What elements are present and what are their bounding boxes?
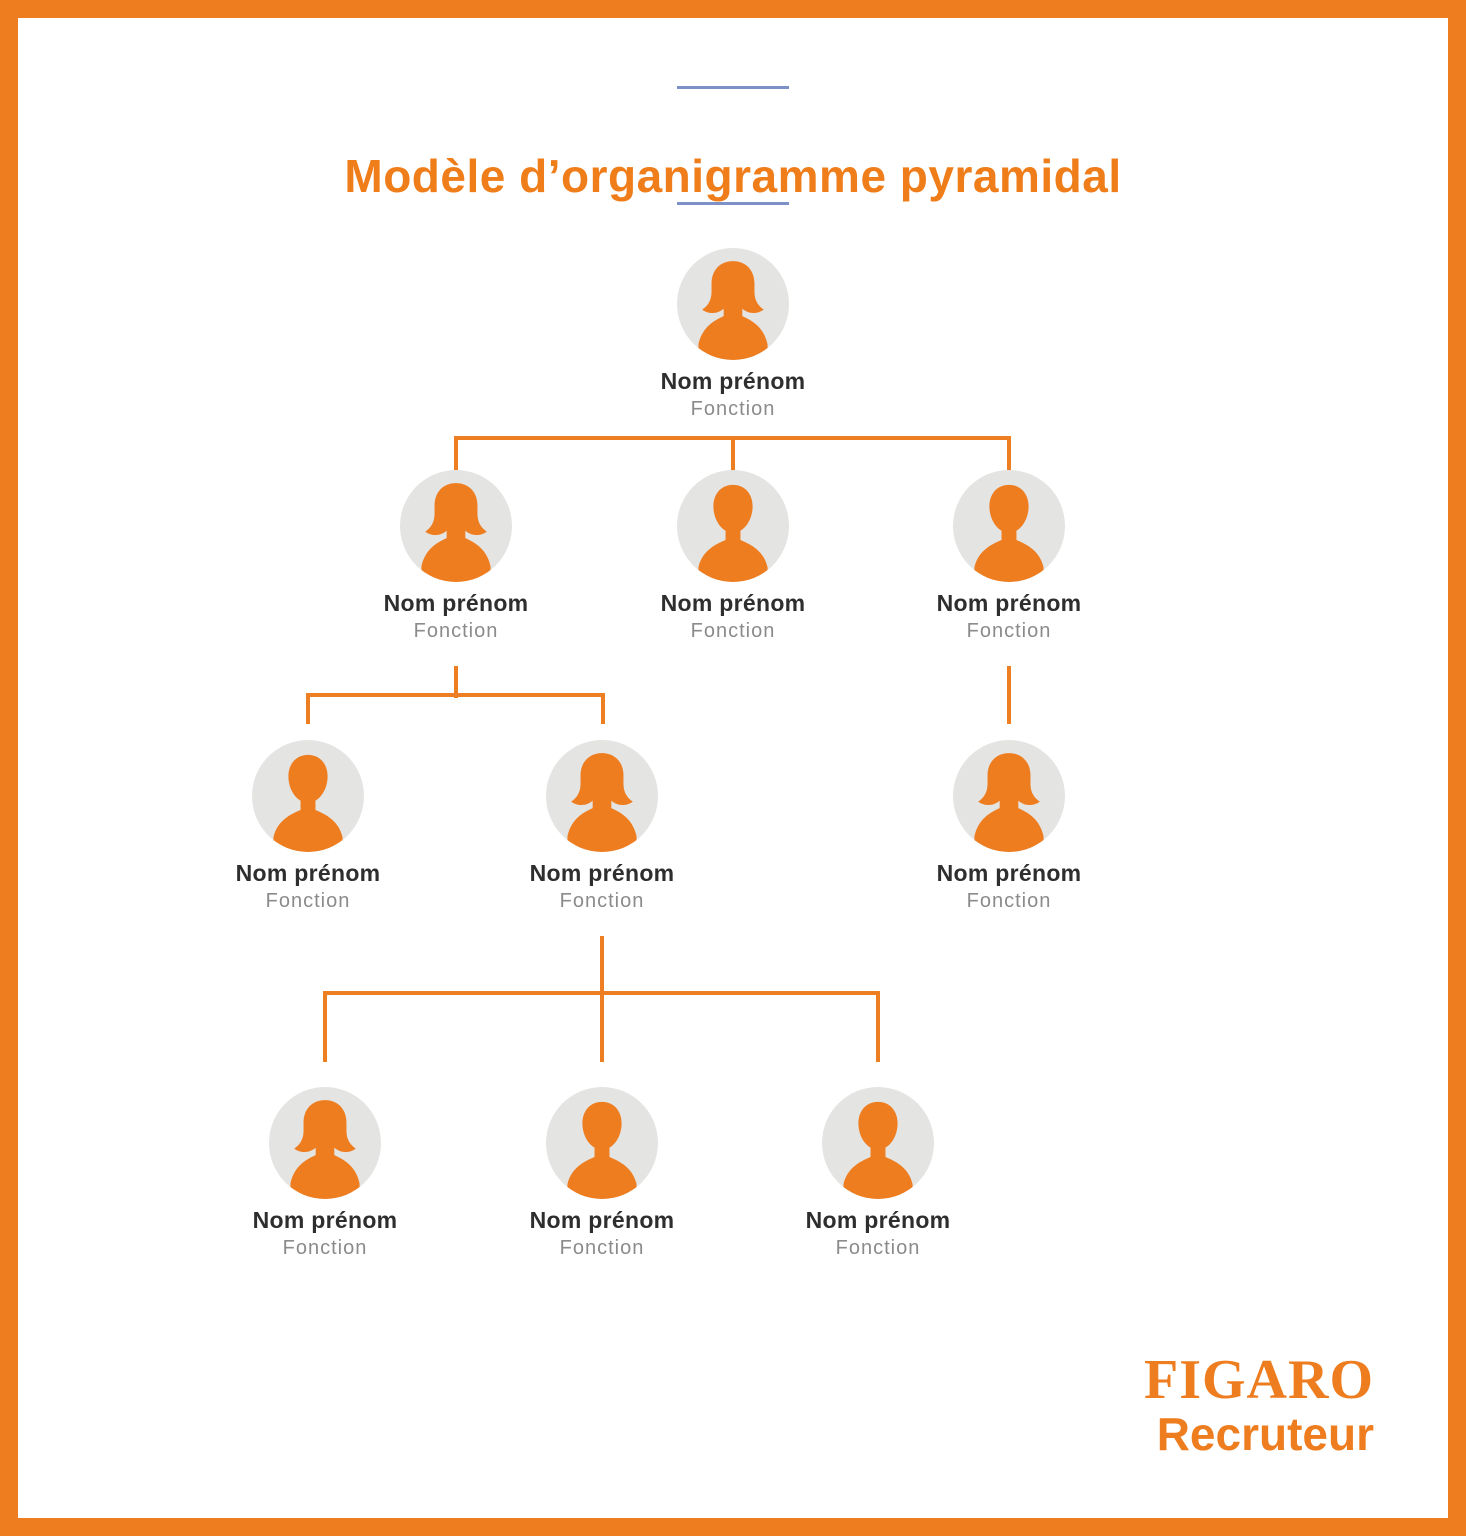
person-function: Fonction xyxy=(413,620,499,643)
avatar xyxy=(822,1087,934,1199)
person-name: Nom prénom xyxy=(660,368,806,394)
person-function: Fonction xyxy=(265,890,351,913)
person-name: Nom prénom xyxy=(252,1207,398,1233)
org-node-level4-left: Nom prénom Fonction xyxy=(205,1087,445,1260)
person-name: Nom prénom xyxy=(529,1207,675,1233)
avatar xyxy=(400,470,512,582)
person-function: Fonction xyxy=(690,398,776,421)
org-node-level1: Nom prénom Fonction xyxy=(613,248,853,421)
avatar-male-icon xyxy=(822,1087,934,1199)
avatar xyxy=(953,740,1065,852)
brand-figaro: FIGARO xyxy=(1144,1349,1374,1411)
avatar-male-icon xyxy=(677,470,789,582)
connector-l2-right-vertical xyxy=(1007,666,1011,724)
org-node-level2-center: Nom prénom Fonction xyxy=(613,470,853,643)
avatar xyxy=(677,470,789,582)
avatar xyxy=(269,1087,381,1199)
brand-logo: FIGARO Recruteur xyxy=(1144,1352,1374,1457)
connector-l2-left-drop xyxy=(454,436,458,472)
avatar xyxy=(546,740,658,852)
person-name: Nom prénom xyxy=(660,590,806,616)
connector-l2-right-drop xyxy=(1007,436,1011,472)
org-node-level2-right: Nom prénom Fonction xyxy=(889,470,1129,643)
connector-l3-l4-horizontal xyxy=(323,991,880,995)
org-node-level3-left: Nom prénom Fonction xyxy=(188,740,428,913)
connector-l2-l3-horizontal xyxy=(306,693,605,697)
avatar xyxy=(677,248,789,360)
person-name: Nom prénom xyxy=(936,590,1082,616)
person-function: Fonction xyxy=(559,1237,645,1260)
avatar-female-icon xyxy=(677,248,789,360)
org-node-level4-mid: Nom prénom Fonction xyxy=(482,1087,722,1260)
connector-l4-right-drop xyxy=(876,991,880,1062)
person-function: Fonction xyxy=(690,620,776,643)
person-function: Fonction xyxy=(966,620,1052,643)
connector-l3-mid-drop xyxy=(601,693,605,724)
person-function: Fonction xyxy=(966,890,1052,913)
org-node-level4-right: Nom prénom Fonction xyxy=(758,1087,998,1260)
org-node-level3-mid: Nom prénom Fonction xyxy=(482,740,722,913)
title-divider-bottom xyxy=(677,202,789,205)
person-name: Nom prénom xyxy=(805,1207,951,1233)
avatar-male-icon xyxy=(953,470,1065,582)
person-name: Nom prénom xyxy=(235,860,381,886)
connector-l3-left-drop xyxy=(306,693,310,724)
person-function: Fonction xyxy=(835,1237,921,1260)
connector-l3-mid-stub xyxy=(600,936,604,1062)
avatar xyxy=(252,740,364,852)
avatar-male-icon xyxy=(252,740,364,852)
avatar-female-icon xyxy=(953,740,1065,852)
avatar-male-icon xyxy=(546,1087,658,1199)
connector-l2-left-stub xyxy=(454,666,458,698)
title-divider-top xyxy=(677,86,789,89)
page-title: Modèle d’organigramme pyramidal xyxy=(344,149,1122,202)
person-name: Nom prénom xyxy=(529,860,675,886)
avatar-female-icon xyxy=(546,740,658,852)
avatar xyxy=(953,470,1065,582)
avatar xyxy=(546,1087,658,1199)
connector-l4-left-drop xyxy=(323,991,327,1062)
person-function: Fonction xyxy=(282,1237,368,1260)
org-node-level3-right: Nom prénom Fonction xyxy=(889,740,1129,913)
connector-l2-center-drop xyxy=(731,436,735,472)
avatar-female-icon xyxy=(269,1087,381,1199)
person-name: Nom prénom xyxy=(936,860,1082,886)
org-node-level2-left: Nom prénom Fonction xyxy=(336,470,576,643)
brand-recruteur: Recruteur xyxy=(1156,1408,1374,1460)
person-name: Nom prénom xyxy=(383,590,529,616)
avatar-female-icon xyxy=(400,470,512,582)
person-function: Fonction xyxy=(559,890,645,913)
